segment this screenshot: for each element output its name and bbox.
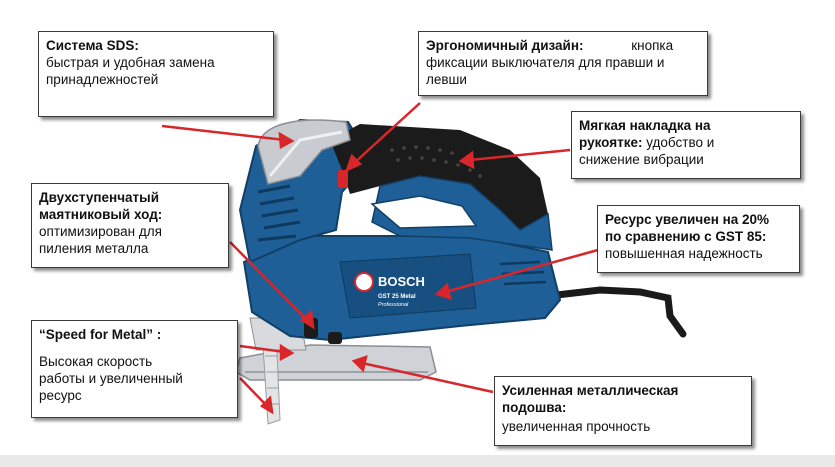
callout-resource-title: по сравнению с GST 85:: [605, 229, 767, 244]
callout-soft-grip-line: снижение вибрации: [579, 152, 704, 167]
callout-sole-title: подошва:: [502, 400, 567, 415]
callout-sole: Усиленная металлическая подошва: увеличе…: [494, 376, 752, 446]
callout-speed-line: Высокая скорость: [39, 354, 153, 369]
arrow-speed: [239, 344, 286, 354]
arrow-sole: [361, 361, 494, 394]
brand-model: GST 25 Metal: [378, 294, 416, 300]
callout-sole-line: увеличенная прочность: [502, 419, 651, 434]
callout-pendulum-line: оптимизирован для: [39, 224, 162, 239]
arrow-speed-2: [239, 377, 269, 408]
callout-sds-title: Система SDS:: [46, 38, 139, 53]
arrow-soft-grip: [469, 148, 571, 162]
callout-pendulum-line: пиления металла: [39, 241, 149, 256]
callout-pendulum: Двухступенчатый маятниковый ход: оптимиз…: [31, 183, 229, 268]
footer-band: [0, 455, 835, 467]
callout-speed-line: работы и увеличенный: [39, 371, 183, 386]
callout-soft-grip-title: рукоятке:: [579, 135, 643, 150]
power-cable: [544, 286, 687, 338]
callout-resource-title: Ресурс увеличен на 20%: [605, 212, 770, 227]
callout-sds: Система SDS: быстрая и удобная замена пр…: [38, 31, 274, 117]
callout-ergonomic-title-tail: кнопка: [631, 38, 674, 53]
callout-soft-grip: Мягкая накладка на рукоятке: удобство и …: [571, 111, 801, 179]
callout-sds-line: принадлежностей: [46, 72, 159, 87]
callout-sds-line: быстрая и удобная замена: [46, 55, 215, 70]
callout-soft-grip-inline: удобство и: [646, 135, 715, 150]
arrow-ergonomic: [351, 102, 421, 166]
callout-resource: Ресурс увеличен на 20% по сравнению с GS…: [597, 205, 800, 273]
arrow-resource: [444, 248, 599, 294]
callout-speed-title: “Speed for Metal” :: [39, 327, 162, 342]
arrow-sds: [161, 124, 286, 142]
callout-ergonomic-line: левши: [426, 72, 467, 87]
callout-speed: “Speed for Metal” : Высокая скорость раб…: [31, 320, 238, 418]
callout-ergonomic: Эргономичный дизайн: кнопка фиксации вык…: [418, 31, 708, 96]
callout-pendulum-title: маятниковый ход:: [39, 207, 163, 222]
lock-switch: [338, 170, 348, 188]
arrow-pendulum: [229, 241, 309, 322]
callout-pendulum-title: Двухступенчатый: [39, 190, 159, 205]
callout-ergonomic-title: Эргономичный дизайн:: [426, 38, 584, 53]
callout-soft-grip-title: Мягкая накладка на: [579, 118, 711, 133]
callout-speed-line: ресурс: [39, 388, 82, 403]
brand-logo: BOSCH: [378, 274, 425, 289]
callout-sole-title: Усиленная металлическая: [502, 383, 679, 398]
brand-line: Professional: [378, 302, 409, 308]
callout-resource-line: повышенная надежность: [605, 246, 763, 261]
callout-ergonomic-line: фиксации выключателя для правши и: [426, 55, 665, 70]
